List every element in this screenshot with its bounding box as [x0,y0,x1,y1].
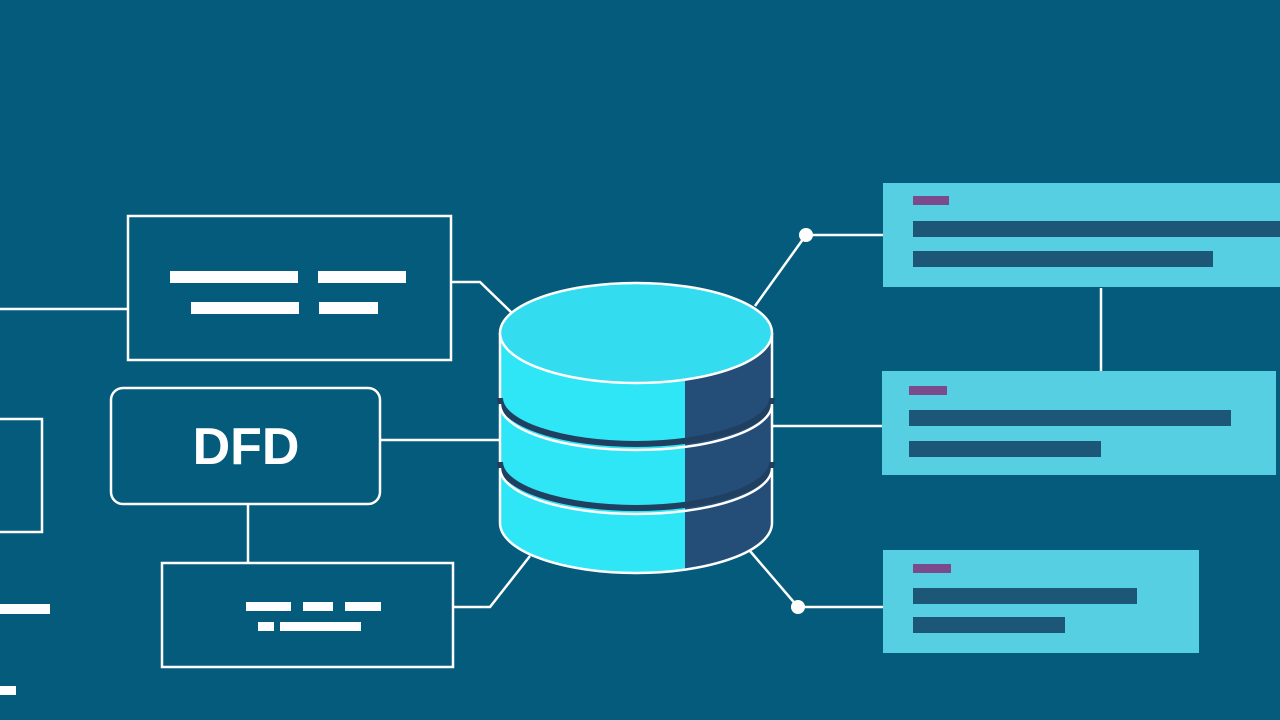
text-line-placeholder [319,302,378,314]
card-tag [913,196,949,205]
database-icon [497,281,775,575]
card-bar [909,410,1231,426]
connector-node-dot [791,600,805,614]
dfd-label: DFD [193,418,300,476]
card-bar [913,251,1213,267]
database-ring [497,461,775,511]
output-card-3 [883,550,1199,653]
card-bar [913,221,1280,237]
text-line-placeholder [303,602,333,611]
text-line-placeholder [318,271,406,283]
output-card-2 [882,371,1276,475]
connector-bottom-box-to-database [453,555,531,609]
card-bar [909,441,1101,457]
connector-top-box-to-database [451,280,513,314]
process-box-top [126,214,453,362]
database-ring [497,397,775,447]
left-edge-bar [0,604,50,614]
process-box-bottom [160,561,455,669]
text-line-placeholder [280,622,361,631]
text-line-placeholder [345,602,381,611]
card-bar [913,588,1137,604]
card-tag [909,386,947,395]
text-line-placeholder [170,271,298,283]
connector-database-to-card-3 [749,550,883,609]
text-line-placeholder [258,622,274,631]
database-top [498,281,774,385]
connector-node-dot [799,228,813,242]
text-line-placeholder [191,302,299,314]
card-tag [913,564,951,573]
connector-database-to-card-1 [753,233,883,307]
card-bar [913,617,1065,633]
text-line-placeholder [246,602,291,611]
output-card-1 [883,183,1280,287]
dfd-box: DFD [109,386,382,506]
left-partial-box [0,417,44,534]
left-edge-bar [0,686,16,695]
